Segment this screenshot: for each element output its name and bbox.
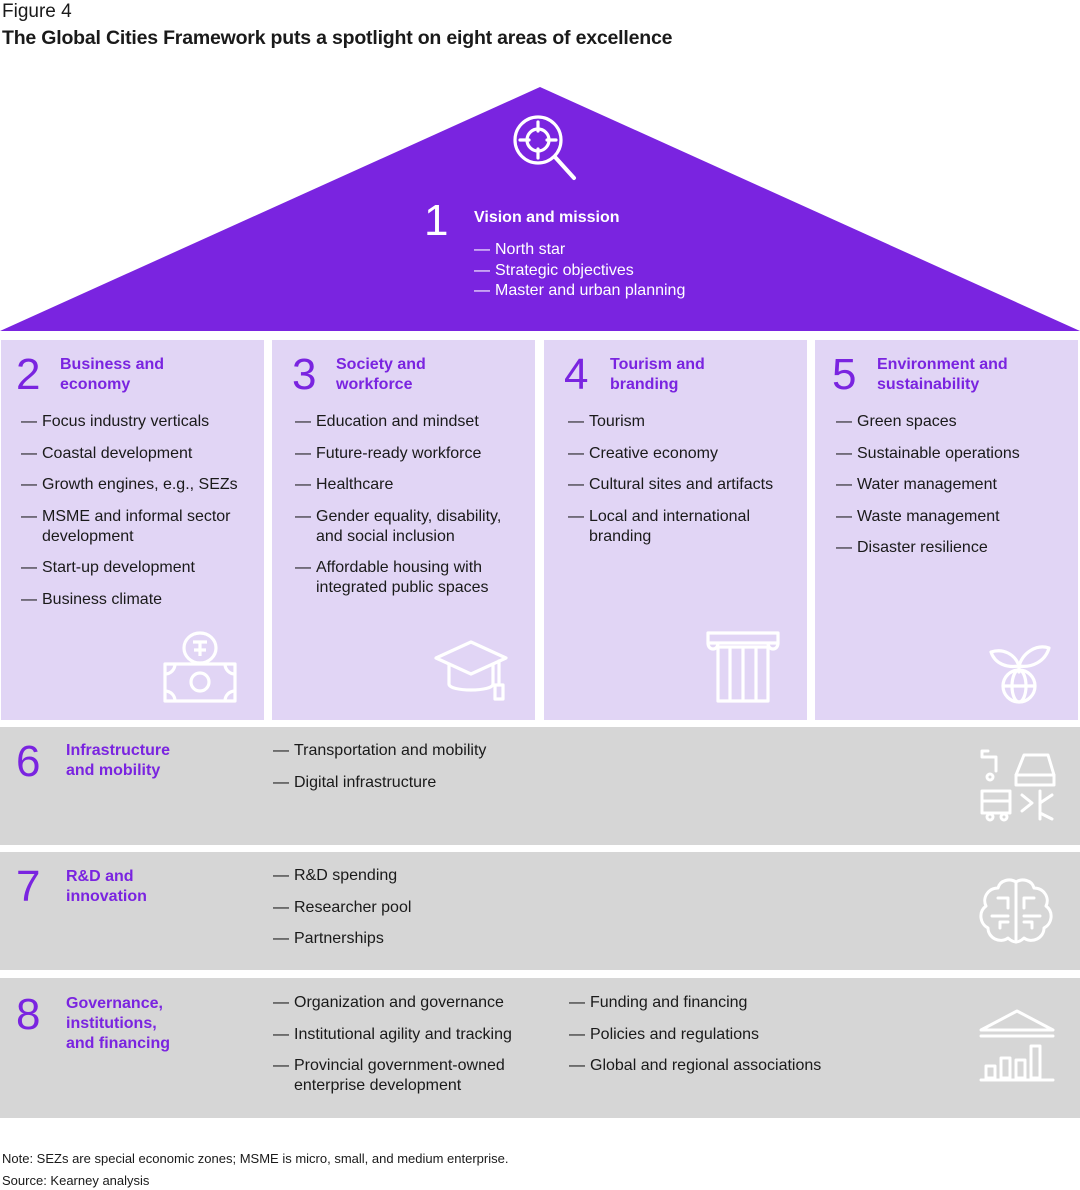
list-item: —Affordable housing with integrated publ… <box>295 559 489 596</box>
dash-bullet: — <box>474 282 490 299</box>
list-item: —Sustainable operations <box>836 444 1020 462</box>
area-heading-rd-and-innovation: R&D and innovation <box>66 868 147 905</box>
list-item: —Future-ready workforce <box>295 444 482 462</box>
band-rd-and-innovation: 7 R&D and innovation —R&D spending —Rese… <box>0 852 1080 970</box>
band-infrastructure-and-mobility: 6 Infrastructure and mobility —Transport… <box>0 727 1080 845</box>
infrastructure-items-list: —Transportation and mobility —Digital in… <box>273 741 486 804</box>
society-items-list: —Education and mindset —Future-ready wor… <box>295 412 530 610</box>
vision-items-list: —North star —Strategic objectives —Maste… <box>474 240 685 302</box>
list-item: —Organization and governance <box>273 994 504 1011</box>
list-item: —Focus industry verticals <box>21 413 210 430</box>
roof-shape <box>0 87 1080 331</box>
list-item: —Local and international branding <box>568 507 751 545</box>
area-number-6: 6 <box>16 737 41 786</box>
area-number-2: 2 <box>16 350 41 399</box>
brain-circuit-icon <box>979 878 1053 944</box>
governance-items-list-1: —Organization and governance —Institutio… <box>273 993 543 1108</box>
list-item: —Waste management <box>836 507 1000 525</box>
area-number-3: 3 <box>292 350 317 399</box>
pillar-tourism-and-branding: 4 Tourism and branding —Tourism —Creativ… <box>544 340 807 720</box>
column-icon <box>706 631 780 703</box>
list-item: —Start-up development <box>21 559 195 576</box>
list-item: —MSME and informal sector development <box>21 507 231 545</box>
list-item: —Strategic objectives <box>474 261 685 282</box>
list-item: —Partnerships <box>273 930 384 947</box>
list-item: —Funding and financing <box>569 994 748 1011</box>
pillar-environment-and-sustainability: 5 Environment and sustainability —Green … <box>815 340 1078 720</box>
list-item: —Water management <box>836 476 997 493</box>
area-heading-environment-and-sustainability: Environment and sustainability <box>877 356 1008 393</box>
list-item: —Disaster resilience <box>836 539 988 556</box>
institution-chart-icon <box>979 1009 1055 1082</box>
dash-bullet: — <box>474 261 490 279</box>
list-item: —Policies and regulations <box>569 1025 759 1043</box>
list-item: —Transportation and mobility <box>273 742 487 759</box>
pillar-society-and-workforce: 3 Society and workforce —Education and m… <box>272 340 535 720</box>
list-item: —Master and urban planning <box>474 281 685 302</box>
list-item: —Green spaces <box>836 413 957 430</box>
list-item: —North star <box>474 240 685 261</box>
area-heading-governance: Governance, institutions, and financing <box>66 995 170 1052</box>
list-item: —Global and regional associations <box>569 1057 822 1074</box>
roof-vision-and-mission <box>0 86 1080 332</box>
footnote: Note: SEZs are special economic zones; M… <box>2 1151 509 1166</box>
list-item: —Growth engines, e.g., SEZs <box>21 476 238 493</box>
list-item: —Coastal development <box>21 444 193 462</box>
list-item: —Healthcare <box>295 476 394 493</box>
business-items-list: —Focus industry verticals —Coastal devel… <box>21 412 256 621</box>
list-item: —Researcher pool <box>273 898 412 916</box>
list-item: —R&D spending <box>273 867 398 884</box>
dash-bullet: — <box>474 241 490 258</box>
area-number-5: 5 <box>832 350 857 399</box>
city-vehicles-icon <box>980 749 1056 822</box>
list-item: —Education and mindset <box>295 413 479 430</box>
magnifier-target-icon <box>513 115 576 180</box>
area-heading-vision-and-mission: Vision and mission <box>474 209 620 226</box>
area-heading-society-and-workforce: Society and workforce <box>336 356 426 393</box>
area-number-4: 4 <box>564 350 589 399</box>
area-number-8: 8 <box>16 990 41 1039</box>
tourism-items-list: —Tourism —Creative economy —Cultural sit… <box>568 412 803 558</box>
innovation-items-list: —R&D spending —Researcher pool —Partners… <box>273 866 411 961</box>
list-item: —Cultural sites and artifacts <box>568 476 774 493</box>
source-line: Source: Kearney analysis <box>2 1173 150 1188</box>
list-item: —Business climate <box>21 590 163 608</box>
money-bill-icon <box>163 631 237 703</box>
list-item: —Institutional agility and tracking <box>273 1025 512 1043</box>
band-governance-institutions-and-financing: 8 Governance, institutions, and financin… <box>0 978 1080 1118</box>
list-item: —Tourism <box>568 413 646 430</box>
environment-items-list: —Green spaces —Sustainable operations —W… <box>836 412 1071 570</box>
area-heading-infrastructure-and-mobility: Infrastructure and mobility <box>66 742 171 779</box>
area-heading-tourism-and-branding: Tourism and branding <box>610 356 705 393</box>
list-item: —Provincial government-owned enterprise … <box>273 1057 505 1094</box>
area-number-7: 7 <box>16 862 41 911</box>
figure-label: Figure 4 <box>2 1 72 22</box>
globe-sprout-icon <box>989 645 1051 704</box>
list-item: —Gender equality, disability, and social… <box>295 507 502 545</box>
governance-items-list-2: —Funding and financing —Policies and reg… <box>569 993 869 1088</box>
list-item: —Digital infrastructure <box>273 773 437 791</box>
list-item: —Creative economy <box>568 444 718 462</box>
area-heading-business-and-economy: Business and economy <box>60 356 165 393</box>
graduation-cap-icon <box>434 640 508 701</box>
area-number-1: 1 <box>424 196 449 245</box>
figure-title: The Global Cities Framework puts a spotl… <box>2 27 673 49</box>
pillar-business-and-economy: 2 Business and economy —Focus industry v… <box>1 340 264 720</box>
